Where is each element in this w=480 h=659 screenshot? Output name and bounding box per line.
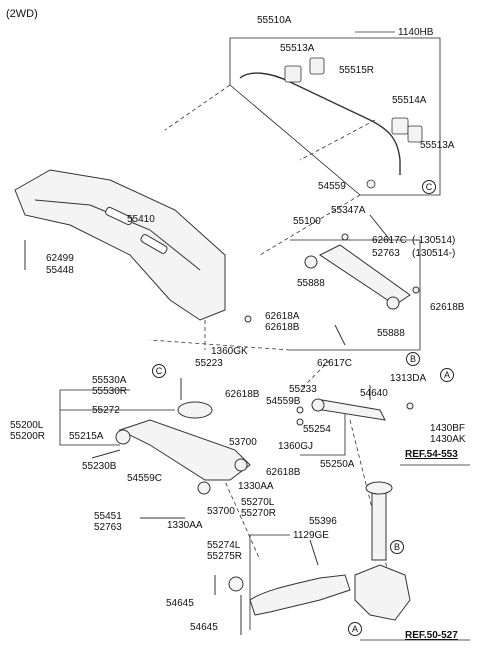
label-53700-bottom: 53700 — [207, 506, 235, 517]
callout-b-bar: B — [406, 352, 420, 366]
label-55530R: 55530R — [92, 386, 128, 397]
label-55515R: 55515R — [339, 65, 375, 76]
label-55233: 55233 — [289, 384, 317, 395]
lower-arm-group-frame — [290, 239, 421, 351]
label-62617C-bottom: 62617C — [317, 358, 353, 369]
link-55250A — [321, 399, 386, 421]
label-55100: 55100 — [293, 216, 321, 227]
label-55888-bottom: 55888 — [377, 328, 405, 339]
bushing-55513A-top — [284, 65, 302, 83]
nut-54559 — [366, 179, 376, 189]
trailing-arm-55270 — [249, 574, 351, 616]
label-1360GJ: 1360GJ — [278, 441, 314, 452]
label-55254: 55254 — [303, 424, 331, 435]
label-62617C-top: 62617C — [372, 235, 408, 246]
label-62617C-range: (-130514) — [412, 235, 456, 246]
label-55530A: 55530A — [92, 375, 127, 386]
callout-b-knuckle: B — [390, 540, 404, 554]
label-62618B-mid: 62618B — [265, 322, 300, 333]
label-54559: 54559 — [318, 181, 346, 192]
label-55448: 55448 — [46, 265, 74, 276]
label-55275R: 55275R — [207, 551, 243, 562]
label-1430BF: 1430BF — [430, 423, 466, 434]
label-55270L: 55270L — [241, 497, 275, 508]
label-55223: 55223 — [195, 358, 223, 369]
label-1129GE: 1129GE — [293, 530, 329, 541]
label-62499: 62499 — [46, 253, 74, 264]
label-54645-bottom: 54645 — [190, 622, 218, 633]
label-55513A-top: 55513A — [280, 43, 315, 54]
label-55888-top: 55888 — [297, 278, 325, 289]
bracket-55514A — [391, 117, 409, 135]
bracket-55515R — [309, 57, 325, 75]
label-55347A: 55347A — [331, 205, 366, 216]
shock-absorber — [371, 484, 387, 561]
callout-a-bottom: A — [348, 622, 362, 636]
label-54559C: 54559C — [127, 473, 163, 484]
label-1360GK: 1360GK — [211, 346, 248, 357]
stabilizer-bar — [239, 72, 401, 175]
label-54645-top: 54645 — [166, 598, 194, 609]
variant-label: (2WD) — [6, 8, 38, 20]
callout-a-mid: A — [440, 368, 454, 382]
label-62618B-left: 62618B — [225, 389, 260, 400]
label-55513A-right: 55513A — [420, 140, 455, 151]
crossmember-55410 — [14, 169, 226, 321]
callout-c-left: C — [152, 364, 166, 378]
label-55274L: 55274L — [207, 540, 241, 551]
label-62618B-low: 62618B — [266, 467, 301, 478]
label-55514A: 55514A — [392, 95, 427, 106]
bushing-53700 — [197, 481, 211, 495]
bracket-55200 — [59, 390, 120, 446]
bushing-55513A-right — [407, 125, 423, 143]
label-55451: 55451 — [94, 511, 122, 522]
bushing-55215A — [115, 429, 131, 445]
bushing-55888-bottom — [386, 296, 400, 310]
lower-control-arm-55200 — [118, 419, 251, 481]
label-55250A: 55250A — [320, 459, 355, 470]
label-55200R: 55200R — [10, 431, 46, 442]
label-55215A: 55215A — [69, 431, 104, 442]
label-55230B: 55230B — [82, 461, 117, 472]
bushing-55274L — [228, 576, 244, 592]
label-1330AA-bottom: 1330AA — [167, 520, 203, 531]
label-55200L: 55200L — [10, 420, 44, 431]
callout-c-top: C — [422, 180, 436, 194]
label-1313DA: 1313DA — [390, 373, 427, 384]
label-52763-bottom: 52763 — [94, 522, 122, 533]
bushing-55888-top — [304, 255, 318, 269]
label-55510A: 55510A — [257, 15, 292, 26]
label-52763-top: 52763 — [372, 248, 400, 259]
label-62618A: 62618A — [265, 311, 300, 322]
label-52763-range: (130514-) — [412, 248, 456, 259]
label-1330AA-right: 1330AA — [238, 481, 274, 492]
stabilizer-group-frame — [229, 37, 441, 196]
label-54640: 54640 — [360, 388, 388, 399]
ref-54-553[interactable]: REF.54-553 — [405, 449, 458, 460]
label-1430AK: 1430AK — [430, 434, 466, 445]
knuckle — [354, 564, 411, 621]
label-55272: 55272 — [92, 405, 120, 416]
label-1140HB: 1140HB — [398, 27, 434, 38]
label-55270R: 55270R — [241, 508, 277, 519]
label-55396: 55396 — [309, 516, 337, 527]
ref-50-527[interactable]: REF.50-527 — [405, 630, 458, 641]
label-62618B-right: 62618B — [430, 302, 465, 313]
label-54559B: 54559B — [266, 396, 301, 407]
label-55410: 55410 — [127, 214, 155, 225]
spring-seat-55272 — [177, 401, 213, 419]
label-53700-top: 53700 — [229, 437, 257, 448]
lower-arm-55100 — [319, 244, 411, 306]
